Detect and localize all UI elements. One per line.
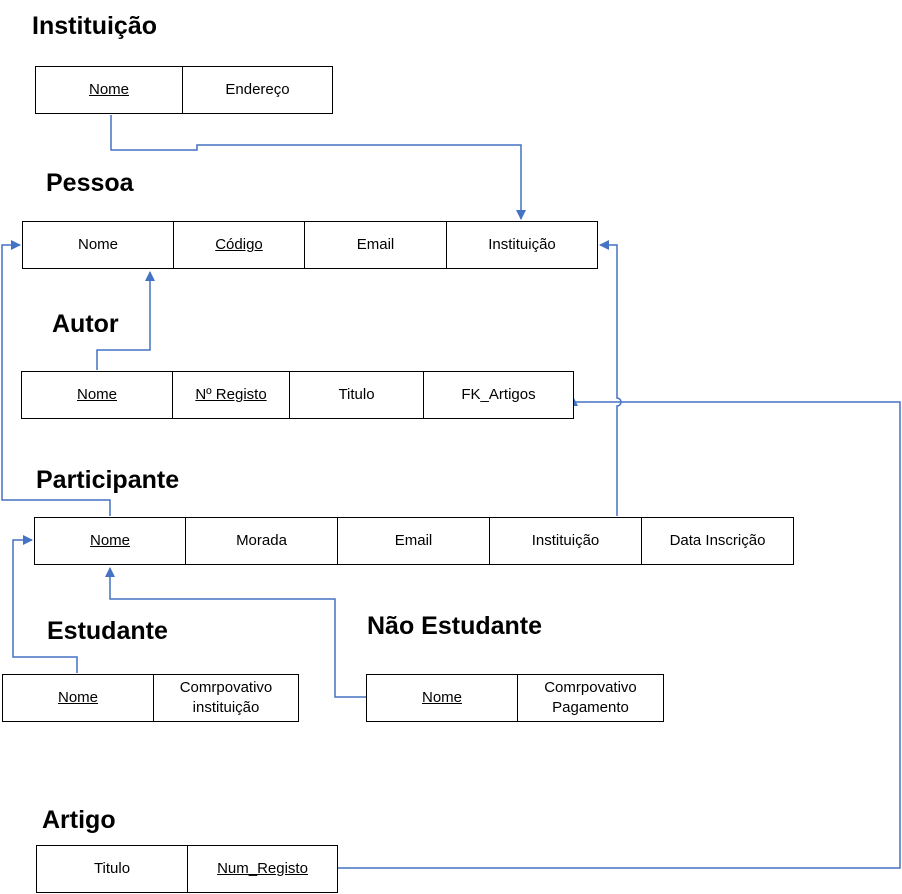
field-autor-titulo: Titulo (289, 371, 424, 419)
table-instituicao: Nome Endereço (35, 66, 333, 114)
field-autor-fk-artigos: FK_Artigos (423, 371, 574, 419)
field-participante-morada: Morada (185, 517, 338, 565)
entity-title-autor: Autor (52, 310, 119, 338)
field-artigo-titulo: Titulo (36, 845, 188, 893)
connector-instituicao-pessoa (110, 115, 526, 220)
entity-title-pessoa: Pessoa (46, 169, 134, 197)
table-estudante: Nome Comrpovativo instituição (2, 674, 299, 722)
field-participante-instituicao: Instituição (489, 517, 642, 565)
field-pessoa-instituicao: Instituição (446, 221, 598, 269)
field-autor-nome: Nome (21, 371, 173, 419)
field-pessoa-nome: Nome (22, 221, 174, 269)
field-instituicao-endereco: Endereço (182, 66, 333, 114)
field-pessoa-email: Email (304, 221, 447, 269)
field-nao-estudante-comprovativo: Comrpovativo Pagamento (517, 674, 664, 722)
entity-title-instituicao: Instituição (32, 12, 158, 40)
entity-title-nao-estudante: Não Estudante (367, 612, 543, 640)
field-nao-estudante-nome: Nome (366, 674, 518, 722)
entity-title-participante: Participante (36, 466, 180, 494)
field-pessoa-codigo: Código (173, 221, 305, 269)
field-participante-email: Email (337, 517, 490, 565)
table-autor: Nome Nº Registo Titulo FK_Artigos (21, 371, 574, 419)
entity-title-estudante: Estudante (47, 617, 168, 645)
field-participante-data-inscricao: Data Inscrição (641, 517, 794, 565)
field-instituicao-nome: Nome (35, 66, 183, 114)
table-participante: Nome Morada Email Instituição Data Inscr… (34, 517, 794, 565)
entity-title-artigo: Artigo (42, 806, 116, 834)
table-artigo: Titulo Num_Registo (36, 845, 338, 893)
connector-participante-instituicao-pessoa (599, 240, 622, 516)
field-estudante-comprovativo: Comrpovativo instituição (153, 674, 299, 722)
table-nao-estudante: Nome Comrpovativo Pagamento (366, 674, 664, 722)
field-autor-registo: Nº Registo (172, 371, 290, 419)
field-participante-nome: Nome (34, 517, 186, 565)
field-estudante-nome: Nome (2, 674, 154, 722)
field-artigo-num-registo: Num_Registo (187, 845, 338, 893)
table-pessoa: Nome Código Email Instituição (22, 221, 598, 269)
